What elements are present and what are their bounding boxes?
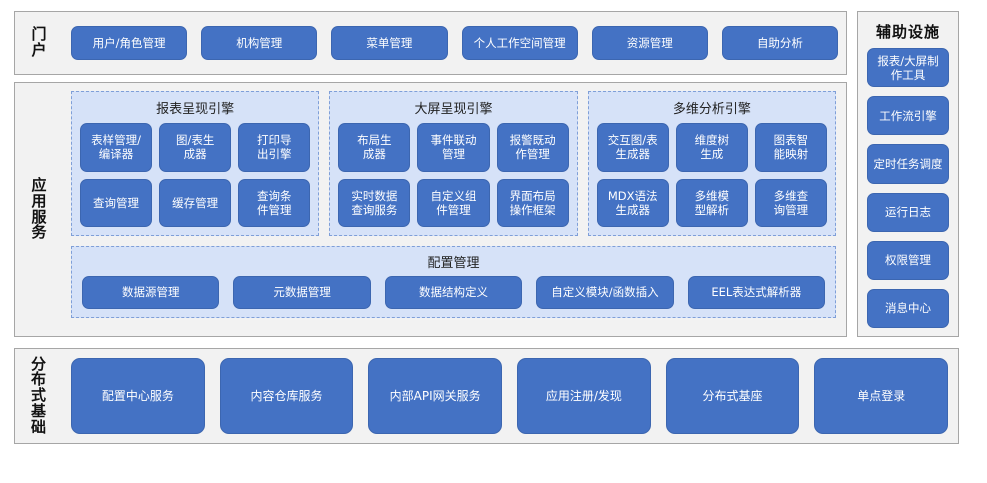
dist-button-distributed-base[interactable]: 分布式基座 — [665, 358, 800, 434]
aux-button-runtime-log[interactable]: 运行日志 — [867, 192, 949, 232]
dist-button-config-center-service[interactable]: 配置中心服务 — [71, 358, 205, 434]
configuration-management-title: 配置管理 — [427, 256, 480, 271]
aux-button-permission-management[interactable]: 权限管理 — [867, 240, 949, 280]
aux-button-scheduled-task-scheduling[interactable]: 定时任务调度 — [867, 144, 949, 184]
bigscreen-rendering-engine-group: 大屏呈现引擎 布局生 成器 事件联动 管理 报警既动 作管理 实时数据 查询服务… — [329, 91, 578, 236]
multidim-analysis-engine-title: 多维分析引擎 — [672, 102, 751, 117]
portal-button-self-service-analysis[interactable]: 自助分析 — [721, 26, 839, 60]
auxiliary-facilities-title: 辅助设施 — [875, 23, 940, 41]
bigscreen-rendering-engine-title: 大屏呈现引擎 — [414, 102, 493, 117]
configuration-management-group: 配置管理 数据源管理 元数据管理 数据结构定义 自定义模块/函数插入 EEL表达… — [71, 246, 836, 318]
multidim-item-multidim-model-parsing[interactable]: 多维模 型解析 — [675, 178, 748, 227]
aux-button-workflow-engine[interactable]: 工作流引擎 — [867, 96, 949, 136]
report-item-query-management[interactable]: 查询管理 — [80, 178, 153, 227]
portal-button-menu-management[interactable]: 菜单管理 — [331, 26, 448, 60]
portal-button-org-management[interactable]: 机构管理 — [201, 26, 318, 60]
dist-button-content-repository-service[interactable]: 内容仓库服务 — [219, 358, 354, 434]
application-services-section: 应用服务 报表呈现引擎 表样管理/ 编译器 图/表生 成器 打印导 出引擎 查询… — [14, 82, 847, 337]
report-rendering-engine-items: 表样管理/ 编译器 图/表生 成器 打印导 出引擎 查询管理 缓存管理 查询条 … — [80, 123, 311, 227]
multidim-item-multidim-query-management[interactable]: 多维查 询管理 — [754, 178, 827, 227]
report-rendering-engine-title: 报表呈现引擎 — [156, 102, 235, 117]
multidim-analysis-engine-group: 多维分析引擎 交互图/表 生成器 维度树 生成 图表智 能映射 MDX语法 生成… — [587, 91, 836, 236]
config-item-data-structure-definition[interactable]: 数据结构定义 — [384, 276, 523, 309]
portal-button-row: 用户/角色管理 机构管理 菜单管理 个人工作空间管理 资源管理 自助分析 — [71, 12, 839, 74]
portal-section: 门户 用户/角色管理 机构管理 菜单管理 个人工作空间管理 资源管理 自助分析 — [14, 11, 847, 75]
portal-button-user-role-management[interactable]: 用户/角色管理 — [71, 26, 188, 60]
dist-button-app-registration-discovery[interactable]: 应用注册/发现 — [517, 358, 651, 434]
distributed-foundation-button-row: 配置中心服务 内容仓库服务 内部API网关服务 应用注册/发现 分布式基座 单点… — [71, 358, 949, 434]
dist-button-internal-api-gateway-service[interactable]: 内部API网关服务 — [368, 358, 503, 434]
report-item-template-management-compiler[interactable]: 表样管理/ 编译器 — [80, 123, 153, 172]
config-item-custom-module-function-insert[interactable]: 自定义模块/函数插入 — [536, 276, 674, 309]
multidim-item-mdx-syntax-generator[interactable]: MDX语法 生成器 — [596, 178, 669, 227]
distributed-foundation-section: 分布式基础 配置中心服务 内容仓库服务 内部API网关服务 应用注册/发现 分布… — [14, 348, 959, 444]
bigscreen-item-layout-generator[interactable]: 布局生 成器 — [338, 123, 411, 172]
portal-button-personal-workspace-management[interactable]: 个人工作空间管理 — [461, 26, 578, 60]
portal-section-label: 门户 — [31, 25, 48, 59]
configuration-management-items: 数据源管理 元数据管理 数据结构定义 自定义模块/函数插入 EEL表达式解析器 — [82, 276, 826, 309]
report-item-query-condition-management[interactable]: 查询条 件管理 — [238, 178, 311, 227]
application-services-content: 报表呈现引擎 表样管理/ 编译器 图/表生 成器 打印导 出引擎 查询管理 缓存… — [71, 91, 836, 328]
auxiliary-facilities-list: 报表/大屏制 作工具 工作流引擎 定时任务调度 运行日志 权限管理 消息中心 — [867, 48, 949, 329]
report-item-print-export-engine[interactable]: 打印导 出引擎 — [238, 123, 311, 172]
bigscreen-item-custom-component-management[interactable]: 自定义组 件管理 — [417, 178, 490, 227]
bigscreen-item-realtime-data-query-service[interactable]: 实时数据 查询服务 — [338, 178, 411, 227]
report-rendering-engine-group: 报表呈现引擎 表样管理/ 编译器 图/表生 成器 打印导 出引擎 查询管理 缓存… — [71, 91, 320, 236]
multidim-item-dimension-tree-generation[interactable]: 维度树 生成 — [675, 123, 748, 172]
multidim-analysis-engine-items: 交互图/表 生成器 维度树 生成 图表智 能映射 MDX语法 生成器 多维模 型… — [596, 123, 827, 227]
config-item-datasource-management[interactable]: 数据源管理 — [82, 276, 220, 309]
portal-button-resource-management[interactable]: 资源管理 — [591, 26, 708, 60]
engine-group-row: 报表呈现引擎 表样管理/ 编译器 图/表生 成器 打印导 出引擎 查询管理 缓存… — [71, 91, 836, 236]
distributed-foundation-section-label: 分布式基础 — [31, 354, 48, 436]
report-item-chart-table-generator[interactable]: 图/表生 成器 — [159, 123, 232, 172]
multidim-item-interactive-chart-table-generator[interactable]: 交互图/表 生成器 — [596, 123, 669, 172]
config-item-eel-expression-parser[interactable]: EEL表达式解析器 — [687, 276, 826, 309]
report-item-cache-management[interactable]: 缓存管理 — [159, 178, 232, 227]
bigscreen-item-event-linkage-management[interactable]: 事件联动 管理 — [417, 123, 490, 172]
aux-button-message-center[interactable]: 消息中心 — [867, 288, 949, 329]
dist-button-single-sign-on[interactable]: 单点登录 — [814, 358, 949, 434]
bigscreen-item-ui-layout-operation-framework[interactable]: 界面布局 操作框架 — [496, 178, 569, 227]
config-item-metadata-management[interactable]: 元数据管理 — [233, 276, 371, 309]
bigscreen-item-alarm-action-management[interactable]: 报警既动 作管理 — [496, 123, 569, 172]
auxiliary-facilities-section: 辅助设施 报表/大屏制 作工具 工作流引擎 定时任务调度 运行日志 权限管理 消… — [857, 11, 959, 337]
application-services-section-label: 应用服务 — [31, 176, 48, 242]
aux-button-report-bigscreen-authoring-tool[interactable]: 报表/大屏制 作工具 — [867, 48, 949, 88]
multidim-item-chart-smart-mapping[interactable]: 图表智 能映射 — [754, 123, 827, 172]
bigscreen-rendering-engine-items: 布局生 成器 事件联动 管理 报警既动 作管理 实时数据 查询服务 自定义组 件… — [338, 123, 569, 227]
